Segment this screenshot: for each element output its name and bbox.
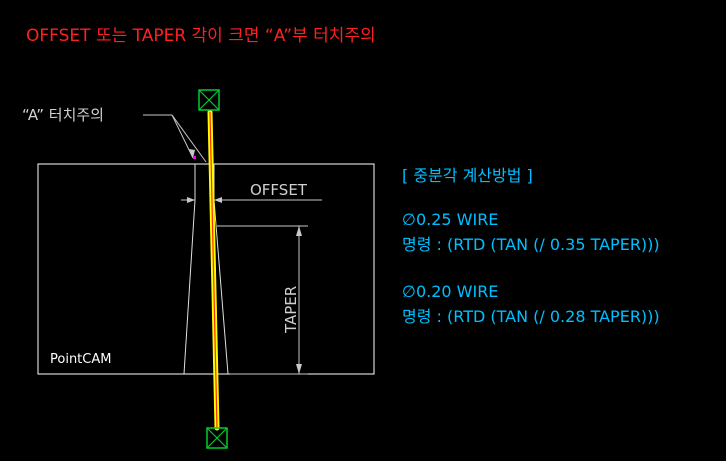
callout-arrowhead (189, 149, 195, 158)
cut-profile-right-taper (213, 199, 229, 375)
calc-command-1: 명령 : (RTD (TAN (/ 0.35 TAPER))) (402, 235, 660, 254)
lower-guide-node (206, 427, 228, 449)
calc-wire-1: ∅0.25 WIRE (402, 210, 498, 229)
callout-leader-2 (171, 114, 207, 163)
calc-wire-2: ∅0.20 WIRE (402, 282, 498, 301)
offset-arrow-right (214, 197, 222, 203)
part-outline (37, 163, 375, 375)
offset-label: OFFSET (250, 181, 308, 199)
upper-guide-node (198, 89, 220, 111)
callout-marker (193, 156, 196, 159)
offset-arrow-left (187, 197, 195, 203)
taper-arrow-top (296, 226, 302, 236)
calc-title: [ 중분각 계산방법 ] (402, 166, 533, 185)
taper-label: TAPER (282, 286, 300, 334)
cut-profile-left-taper (183, 199, 196, 375)
heading: OFFSET 또는 TAPER 각이 크면 “A”부 터치주의 (26, 26, 376, 46)
taper-arrow-bottom (296, 364, 302, 374)
part-label: PointCAM (50, 352, 111, 367)
callout-leader-1 (171, 114, 194, 159)
callout-label: “A” 터치주의 (22, 106, 104, 124)
wire-core (209, 111, 218, 429)
calc-command-2: 명령 : (RTD (TAN (/ 0.28 TAPER))) (402, 307, 660, 326)
